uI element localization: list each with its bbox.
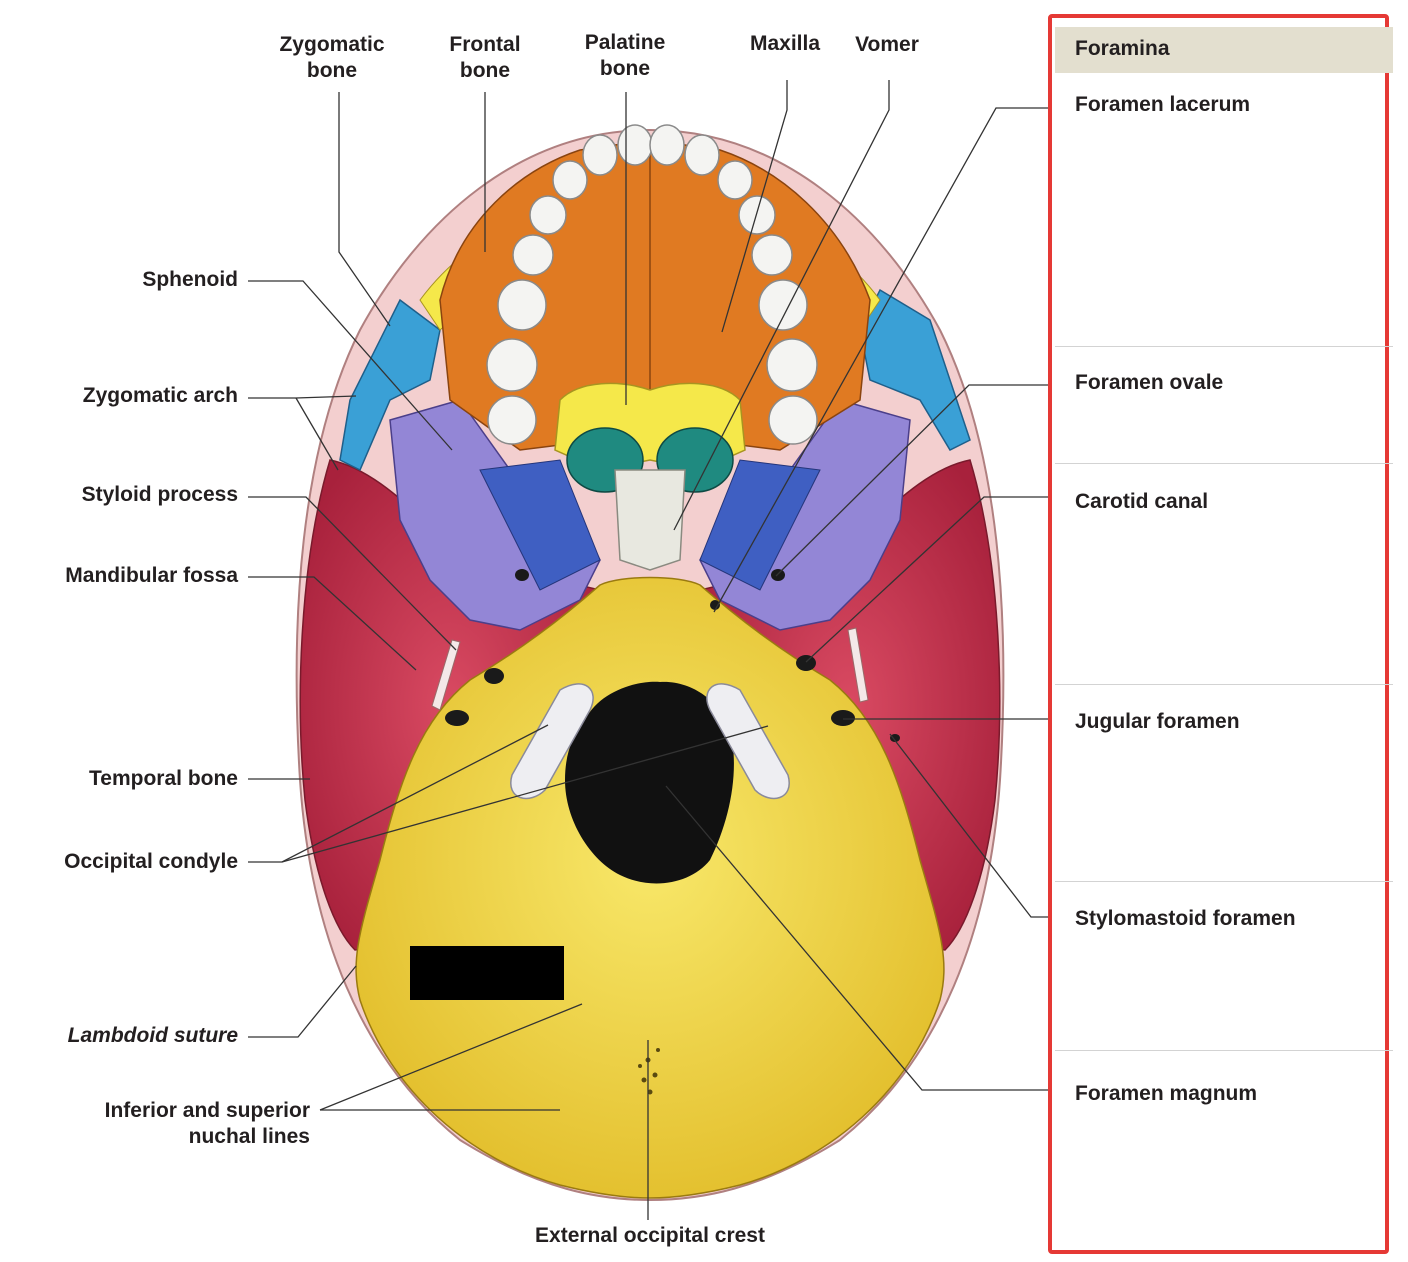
- foramina-item[interactable]: Jugular foramen: [1055, 698, 1393, 878]
- foramina-item[interactable]: Foramen magnum: [1055, 1070, 1393, 1230]
- label-styloid-process: Styloid process: [81, 483, 238, 506]
- foramina-item[interactable]: Stylomastoid foramen: [1055, 895, 1393, 1045]
- row-divider: [1055, 1050, 1393, 1051]
- foramina-item-label: Jugular foramen: [1075, 710, 1240, 733]
- vomer: [614, 469, 686, 571]
- label-external-occipital-crest: External occipital crest: [535, 1224, 765, 1247]
- label-occipital-condyle: Occipital condyle: [64, 850, 238, 873]
- foramina-item[interactable]: Foramen ovale: [1055, 359, 1393, 463]
- label-maxilla: Maxilla: [749, 32, 821, 55]
- styloid-processes: [431, 627, 869, 711]
- label-temporal-bone: Temporal bone: [89, 767, 238, 790]
- teeth: [486, 124, 818, 445]
- foramina-item-label: Foramen lacerum: [1075, 93, 1251, 116]
- small-foramina: [445, 569, 900, 742]
- occipital-condyles: [510, 683, 790, 800]
- sphenoid-bone: [389, 399, 911, 631]
- row-divider: [1055, 346, 1393, 347]
- label-frontal-bone: Frontal bone: [449, 33, 521, 82]
- redaction-box: [410, 946, 564, 1000]
- label-vomer: Vomer: [855, 33, 919, 56]
- label-zygomatic-arch: Zygomatic arch: [82, 384, 238, 407]
- foramina-panel: Foramina Foramen lacerum Foramen ovale C…: [1048, 14, 1393, 1254]
- label-mandibular-fossa: Mandibular fossa: [65, 564, 238, 587]
- label-sphenoid: Sphenoid: [142, 268, 238, 291]
- label-lambdoid-suture: Lambdoid suture: [67, 1024, 238, 1047]
- foramina-panel-header: Foramina: [1055, 27, 1393, 73]
- foramen-magnum: [565, 681, 734, 884]
- foramina-item-label: Stylomastoid foramen: [1075, 907, 1296, 930]
- row-divider: [1055, 463, 1393, 464]
- foramina-item-label: Foramen magnum: [1075, 1082, 1258, 1105]
- foramina-item[interactable]: Foramen lacerum: [1055, 81, 1393, 346]
- foramina-item-label: Foramen ovale: [1075, 371, 1224, 394]
- foramina-item-label: Carotid canal: [1075, 490, 1209, 513]
- foramina-panel-title: Foramina: [1075, 37, 1170, 60]
- label-nuchal-lines: Inferior and superior nuchal lines: [104, 1099, 310, 1148]
- row-divider: [1055, 684, 1393, 685]
- label-palatine-bone: Palatine bone: [584, 31, 666, 80]
- occipital-bone: [355, 576, 945, 1199]
- leader-lines: [248, 80, 1048, 1220]
- row-divider: [1055, 881, 1393, 882]
- label-zygomatic-bone: Zygomatic bone: [279, 33, 385, 82]
- foramina-item[interactable]: Carotid canal: [1055, 478, 1393, 683]
